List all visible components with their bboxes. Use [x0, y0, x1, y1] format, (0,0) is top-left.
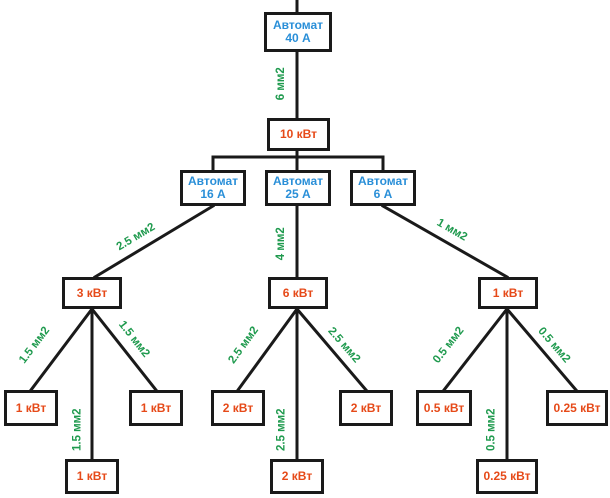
feed-line-right [380, 203, 510, 280]
feed-wire-label-center: 4 мм2 [274, 227, 287, 261]
sub-load-center-3-box: 2 кВт [339, 390, 393, 426]
sub-load-label: 2 кВт [350, 400, 382, 415]
main-breaker-rating: 40 А [285, 31, 311, 45]
sub-load-label: 1 кВт [140, 400, 172, 415]
sub-load-label: 0.25 кВт [553, 400, 601, 415]
sub-load-label: 2 кВт [222, 400, 254, 415]
branch-load-right-box: 1 кВт [478, 277, 538, 309]
sub-load-left-2-box: 1 кВт [65, 459, 119, 494]
breaker-25a-box: Автомат 25 А [265, 170, 331, 206]
sub-load-label: 1 кВт [76, 469, 108, 484]
breaker-rating: 16 А [200, 187, 226, 201]
sub-line-right-3 [504, 306, 579, 393]
main-breaker-box: Автомат 40 А [264, 12, 332, 52]
main-breaker-title: Автомат [272, 18, 324, 33]
sub-wire-label-right-2: 0.5 мм2 [485, 408, 498, 452]
main-load-box: 10 кВт [267, 118, 330, 151]
sub-line-left-3 [89, 306, 159, 393]
branch-load-left-box: 3 кВт [62, 277, 122, 309]
sub-load-right-3-box: 0.25 кВт [546, 390, 608, 426]
breaker-6a-box: Автомат 6 А [350, 170, 416, 206]
sub-load-label: 0.25 кВт [483, 469, 531, 484]
sub-line-center-3 [294, 306, 369, 393]
breaker-title: Автомат [187, 174, 239, 189]
main-load-label: 10 кВт [279, 127, 318, 142]
sub-load-label: 1 кВт [15, 400, 47, 415]
sub-load-right-1-box: 0.5 кВт [416, 390, 472, 426]
feed-line-left [92, 203, 216, 280]
sub-load-left-1-box: 1 кВт [4, 390, 58, 426]
sub-load-left-3-box: 1 кВт [129, 390, 183, 426]
breaker-rating: 25 А [285, 187, 311, 201]
sub-line-left-1 [28, 306, 95, 393]
sub-line-center-1 [235, 306, 300, 393]
branch-load-center-box: 6 кВт [268, 277, 328, 309]
main-wire-label: 6 мм2 [274, 67, 287, 101]
sub-load-label: 2 кВт [281, 469, 313, 484]
sub-load-center-2-box: 2 кВт [270, 459, 324, 494]
breaker-rating: 6 А [373, 187, 393, 201]
sub-load-center-1-box: 2 кВт [211, 390, 265, 426]
sub-wire-label-center-2: 2.5 мм2 [275, 408, 288, 452]
branch-load-label: 6 кВт [282, 285, 314, 300]
breaker-title: Автомат [357, 174, 409, 189]
sub-line-right-1 [441, 306, 510, 393]
sub-wire-label-left-2: 1.5 мм2 [71, 408, 84, 452]
sub-load-label: 0.5 кВт [423, 400, 465, 415]
sub-load-right-2-box: 0.25 кВт [476, 459, 538, 494]
branch-load-label: 3 кВт [76, 285, 108, 300]
breaker-16a-box: Автомат 16 А [180, 170, 246, 206]
breaker-title: Автомат [272, 174, 324, 189]
branch-load-label: 1 кВт [492, 285, 524, 300]
